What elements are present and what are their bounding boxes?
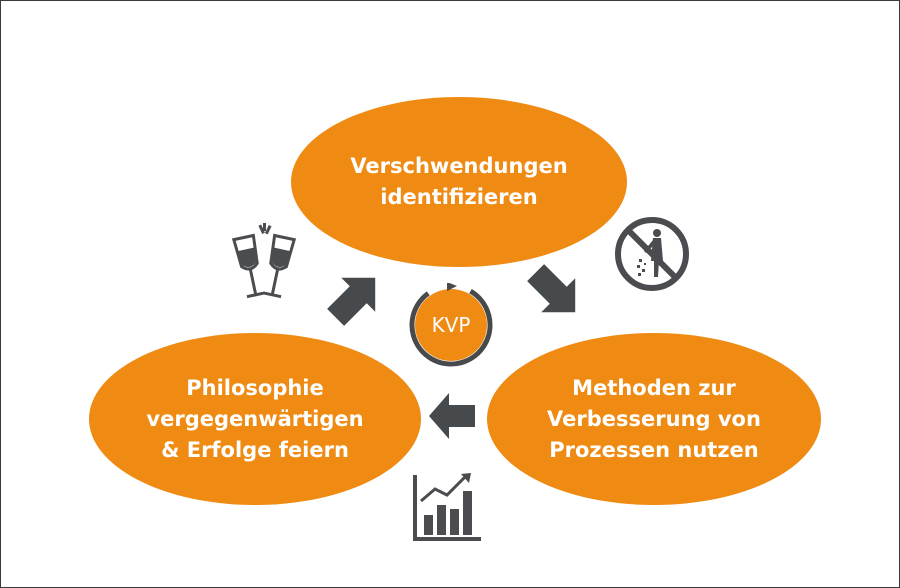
bar-chart-growth-icon <box>413 473 481 541</box>
node-philosophy-celebrate: Philosophie vergegenwärtigen & Erfolge f… <box>89 333 421 505</box>
cycle-center-icon <box>409 283 493 367</box>
champagne-glasses-icon <box>231 223 297 299</box>
center-label: KVP <box>431 313 471 337</box>
no-littering-icon <box>615 217 689 291</box>
node-methods-improve: Methoden zur Verbesserung von Prozessen … <box>487 333 821 505</box>
node-identify-waste-label: Verschwendungen identifizieren <box>350 154 568 209</box>
node-identify-waste: Verschwendungen identifizieren <box>291 97 627 267</box>
node-methods-improve-label: Methoden zur Verbesserung von Prozessen … <box>547 375 761 462</box>
node-philosophy-celebrate-label: Philosophie vergegenwärtigen & Erfolge f… <box>146 375 364 462</box>
arrow-up-right-icon <box>327 277 376 326</box>
arrow-down-right-icon <box>527 264 576 313</box>
arrow-left-icon <box>429 393 475 439</box>
